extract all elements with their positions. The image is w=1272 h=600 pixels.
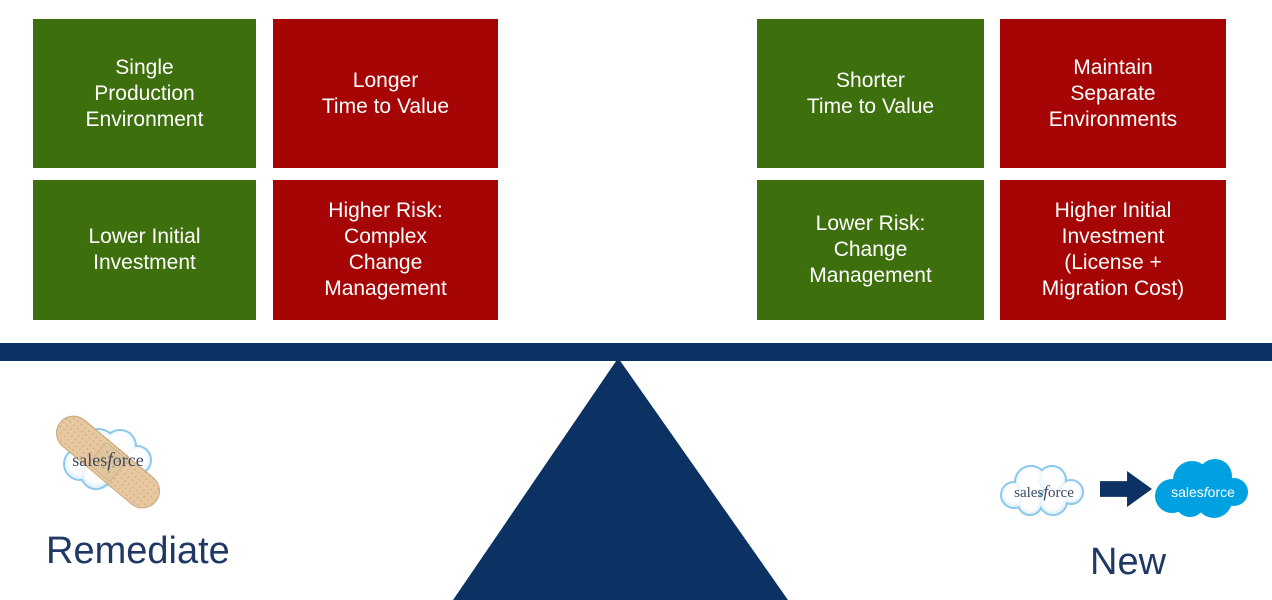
salesforce-legacy-logo: salesforce — [993, 455, 1095, 525]
salesforce-legacy-wordmark: salesforce — [1014, 482, 1074, 501]
remediate-label: Remediate — [46, 530, 230, 572]
salesforce-bandaid-icon: salesforce — [56, 408, 160, 512]
pro-box-shorter-time-to-value: Shorter Time to Value — [757, 19, 984, 168]
fulcrum-triangle — [453, 358, 788, 600]
balance-beam — [0, 343, 1272, 361]
arrow-right-icon — [1100, 471, 1152, 507]
pro-box-lower-initial-investment: Lower Initial Investment — [33, 180, 256, 320]
pro-box-lower-risk-change-management: Lower Risk: Change Management — [757, 180, 984, 320]
new-label: New — [1090, 541, 1167, 583]
pro-box-single-production-environment: Single Production Environment — [33, 19, 256, 168]
bandaid-icon — [56, 415, 160, 509]
salesforce-legacy-wordmark: salesforce — [72, 449, 144, 471]
con-box-maintain-separate-environments: Maintain Separate Environments — [1000, 19, 1226, 168]
con-box-higher-initial-investment: Higher Initial Investment (License + Mig… — [1000, 180, 1226, 320]
con-box-longer-time-to-value: Longer Time to Value — [273, 19, 498, 168]
con-box-higher-risk-change-management: Higher Risk: Complex Change Management — [273, 180, 498, 320]
cloud-shape — [1155, 459, 1248, 518]
salesforce-new-logo: salesforce — [1152, 448, 1252, 532]
salesforce-new-wordmark: salesforce — [1171, 484, 1235, 500]
